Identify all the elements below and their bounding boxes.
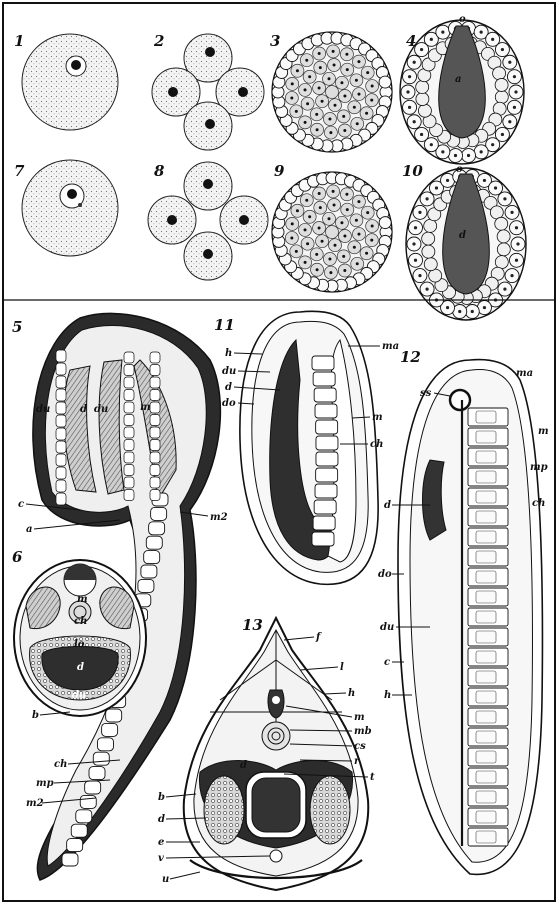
- figure-6-label-b: b: [32, 710, 39, 721]
- figure-10-label-o: o: [456, 164, 463, 175]
- figure-12-label-ch: ch: [532, 498, 545, 509]
- figure-1-number: 1: [14, 32, 24, 50]
- figure-13-leader-h: [324, 693, 346, 694]
- figure-11-label-m: m: [372, 412, 383, 423]
- figure-13-leader-f: [284, 637, 314, 640]
- figure-10-label-d: d: [459, 230, 466, 241]
- figure-13-label-f: f: [315, 632, 322, 643]
- figure-6-label-lo: lo: [74, 639, 85, 650]
- figure-3-blastula: [272, 32, 392, 152]
- figure-5-label-du-right: du: [94, 404, 108, 415]
- figure-12-label-mp: mp: [530, 462, 548, 473]
- figure-7-number: 7: [14, 162, 25, 180]
- figure-6-label-m: m: [77, 594, 88, 605]
- figure-13-label-t: t: [370, 772, 375, 783]
- figure-13-label-d: d: [158, 814, 165, 825]
- figure-8-number: 8: [154, 162, 165, 180]
- figure-13-label-b: b: [158, 792, 165, 803]
- figure-13-label-mb: mb: [354, 726, 372, 737]
- figure-5-label-m: m: [140, 402, 151, 413]
- figure-6-number: 6: [12, 548, 23, 566]
- figure-6-label-d: d: [77, 662, 84, 673]
- figure-12-label-c: c: [384, 657, 390, 668]
- figure-13-label-d-inner: d: [240, 760, 247, 771]
- figure-13-label-h: h: [348, 688, 355, 699]
- figure-11-label-ch: ch: [370, 439, 383, 450]
- figure-3-number: 3: [270, 32, 280, 50]
- figure-12-embryo: [398, 360, 542, 875]
- figure-12-label-do: do: [378, 569, 392, 580]
- figure-13-label-v: v: [158, 853, 164, 864]
- figure-5-label-a: a: [26, 524, 32, 535]
- figure-5-label-ch: ch: [54, 759, 67, 770]
- figure-7-egg: [22, 160, 118, 256]
- figure-4-gastrula: [400, 20, 524, 164]
- figure-12-label-d: d: [384, 500, 391, 511]
- figure-12-label-ma: ma: [516, 368, 533, 379]
- figure-13-number: 13: [242, 616, 263, 634]
- figure-6-label-ch: ch: [74, 616, 87, 627]
- figure-5-label-du-left: du: [36, 404, 50, 415]
- figure-5-label-mp: mp: [36, 778, 54, 789]
- figure-5-label-m2-tail: m2: [26, 798, 44, 809]
- figure-5-label-d: d: [80, 404, 87, 415]
- figure-12-label-du: du: [380, 622, 394, 633]
- figure-11-embryo: [240, 311, 378, 584]
- figure-11-label-du: du: [222, 366, 236, 377]
- figure-4-label-a: a: [455, 74, 461, 85]
- figure-13-label-u: u: [162, 874, 169, 885]
- figure-12-label-m: m: [538, 426, 549, 437]
- figure-13-label-cs: cs: [354, 741, 366, 752]
- figure-11-label-ma: ma: [382, 341, 399, 352]
- figure-8-four-cells: [148, 162, 268, 280]
- figure-11-label-d: d: [225, 382, 232, 393]
- figure-13-label-e: e: [158, 837, 164, 848]
- figure-13-label-m: m: [354, 712, 365, 723]
- figure-4-label-o: o: [459, 14, 466, 25]
- figure-10-gastrula: [406, 168, 526, 320]
- figure-13-cross-section: [184, 618, 369, 890]
- figure-9-blastula: [272, 172, 392, 292]
- figure-12-number: 12: [400, 348, 421, 366]
- figure-11-label-h: h: [225, 348, 232, 359]
- figure-5-number: 5: [12, 318, 22, 336]
- figure-13-label-l: l: [340, 662, 344, 673]
- figure-10-number: 10: [402, 162, 423, 180]
- figure-1-egg: [22, 34, 118, 130]
- figure-13-leader-u: [170, 872, 200, 879]
- figure-11-number: 11: [214, 316, 235, 334]
- figure-9-number: 9: [274, 162, 285, 180]
- figure-2-four-cells: [152, 34, 264, 150]
- figure-12-label-h: h: [384, 690, 391, 701]
- figure-5-label-m2: m2: [210, 512, 228, 523]
- figure-6-label-du: du: [72, 690, 86, 701]
- figure-12-label-ss: ss: [420, 388, 432, 399]
- figure-13-label-r: r: [354, 756, 360, 767]
- figure-5-label-c: c: [18, 499, 24, 510]
- figure-11-label-do: do: [222, 398, 236, 409]
- figure-4-number: 4: [406, 32, 416, 50]
- figure-2-number: 2: [153, 32, 164, 50]
